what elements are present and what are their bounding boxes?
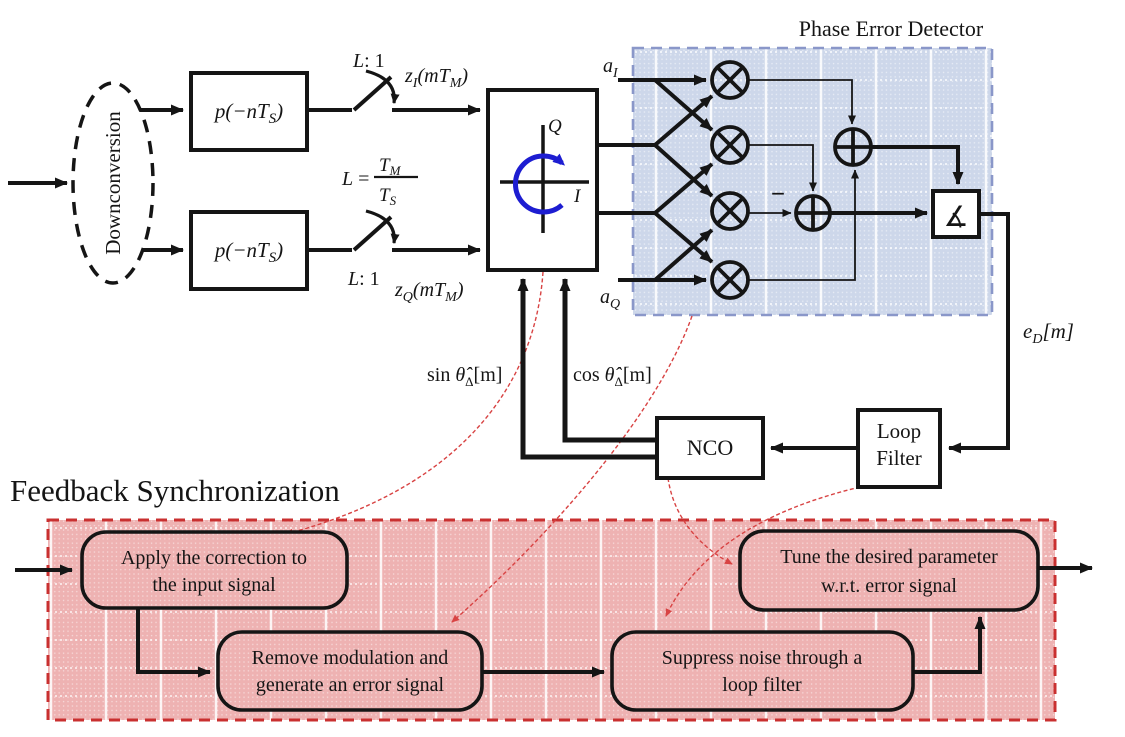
error-signal-label: eD[m] — [1023, 319, 1074, 347]
rotator-to-apply-connector — [285, 271, 544, 536]
cos-theta-label: cos θ̂Δ[m] — [573, 364, 652, 389]
matched-filter-top — [189, 71, 309, 152]
matched-filter-top-label: p(−nTS) — [213, 99, 283, 127]
multiplier-icon — [710, 125, 750, 165]
loop-filter-block: Loop Filter — [856, 408, 942, 489]
nco-block: NCO — [655, 416, 765, 480]
axis-i-label: I — [573, 186, 582, 207]
svg-text:Remove modulation and: Remove modulation and — [252, 647, 449, 669]
ai-label: aI — [603, 55, 619, 81]
svg-text:generate an error signal: generate an error signal — [256, 674, 445, 696]
feedback-box-apply: Apply the correction to the input signal — [80, 530, 349, 610]
matched-filter-bottom — [189, 210, 309, 291]
sin-feedback-line — [517, 278, 657, 460]
feedback-title: Feedback Synchronization — [10, 473, 340, 508]
multiplier-icon — [710, 191, 750, 231]
zi-label: zI(mTM) — [404, 65, 468, 91]
angle-icon: ∡ — [943, 202, 968, 233]
ped-wiring — [597, 74, 1010, 454]
downconversion-label: Downconversion — [101, 111, 125, 255]
svg-text:NCO: NCO — [687, 435, 733, 460]
feedback-box-suppress: Suppress noise through a loop filter — [610, 630, 915, 712]
minus-sign: − — [771, 181, 785, 208]
front-end — [8, 69, 481, 291]
rotation-arrow-icon — [512, 153, 566, 215]
mapping-connectors — [285, 271, 861, 623]
svg-text:loop filter: loop filter — [722, 674, 802, 696]
adders — [794, 127, 873, 232]
downconversion-ellipse — [71, 81, 155, 285]
angle-slicer-block: ∡ — [931, 189, 981, 239]
loopfilter-to-suppress-connector — [665, 486, 861, 617]
decimation-ratio-label: L = TM TS — [341, 155, 418, 208]
multiplier-icon — [710, 60, 750, 100]
apply-to-remove-arrow — [136, 608, 211, 678]
feedback-flow — [15, 562, 1093, 678]
feedback-box-remove: Remove modulation and generate an error … — [216, 630, 484, 712]
decimation-bottom-label: L: 1 — [347, 268, 380, 290]
svg-text:Apply the correction to: Apply the correction to — [121, 547, 307, 569]
svg-text:Suppress noise through a: Suppress noise through a — [662, 647, 863, 669]
svg-text:Filter: Filter — [876, 446, 922, 470]
zq-label: zQ(mTM) — [394, 279, 464, 305]
sin-theta-label: sin θ̂Δ[m] — [427, 364, 502, 389]
svg-text:TM: TM — [379, 155, 402, 178]
decimation-top-label: L: 1 — [352, 50, 385, 72]
feedback-box-tune: Tune the desired parameter w.r.t. error … — [738, 529, 1040, 612]
cos-feedback-line — [559, 278, 657, 443]
ped-to-remove-connector — [451, 315, 693, 623]
multiplier-icon — [710, 260, 750, 300]
axis-q-label: Q — [548, 116, 562, 137]
ped-title: Phase Error Detector — [799, 16, 984, 41]
adder-icon — [833, 127, 873, 167]
adder-icon — [794, 194, 832, 232]
suppress-to-tune-arrow — [913, 616, 986, 674]
downsampler-bottom-icon — [352, 209, 400, 252]
multipliers — [710, 60, 750, 300]
svg-text:the input signal: the input signal — [152, 574, 276, 596]
aq-label: aQ — [600, 286, 620, 312]
svg-text:w.r.t. error signal: w.r.t. error signal — [821, 575, 957, 597]
downsampler-top-icon — [352, 69, 400, 112]
svg-text:TS: TS — [379, 185, 397, 208]
svg-text:Tune the desired parameter: Tune the desired parameter — [780, 546, 998, 568]
matched-filter-bottom-label: p(−nTS) — [213, 238, 283, 266]
phase-rotator-block: Q I — [486, 88, 599, 272]
nco-to-tune-connector — [667, 477, 733, 565]
svg-text:Loop: Loop — [877, 419, 921, 443]
svg-text:L =: L = — [341, 168, 369, 190]
